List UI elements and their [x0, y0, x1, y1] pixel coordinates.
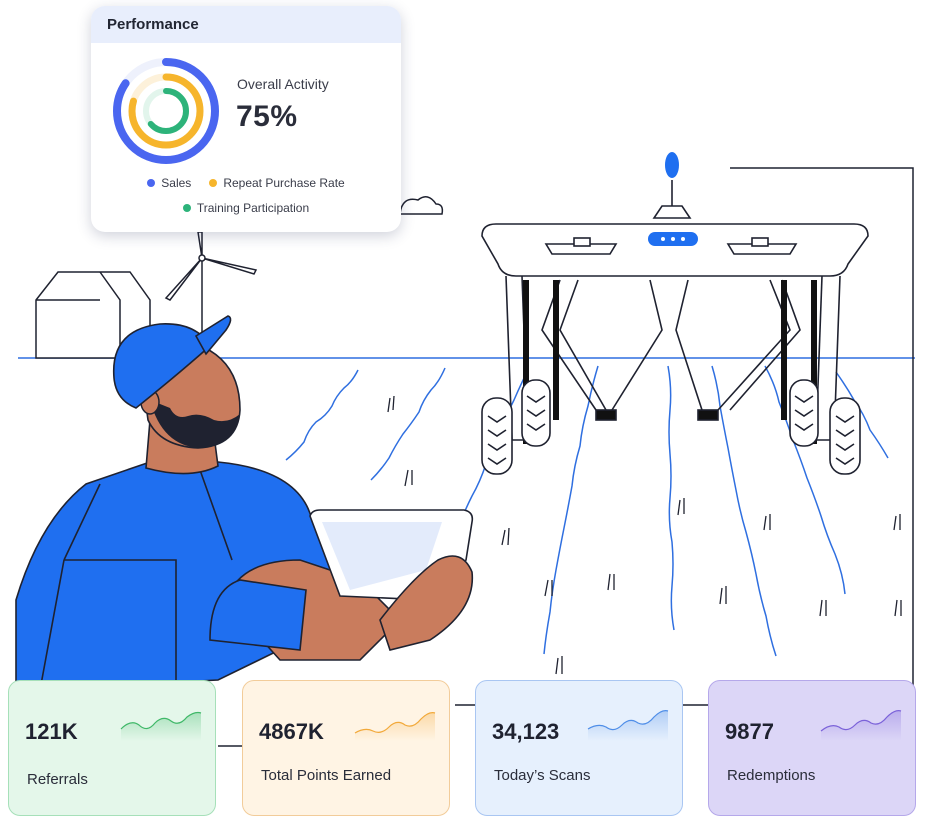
grass-tufts — [387, 395, 902, 675]
repeat-purchase-dot-icon — [209, 179, 218, 187]
windmill-icon — [164, 231, 258, 358]
performance-legend-second-row: Training Participation — [91, 201, 401, 215]
stat-card-referrals[interactable]: 121K Referrals — [8, 680, 216, 816]
farmer-figure — [15, 315, 474, 691]
sparkline-icon — [820, 710, 902, 741]
overall-activity-value: 75% — [236, 100, 298, 133]
activity-rings-chart — [113, 58, 219, 164]
stat-label: Redemptions — [727, 767, 816, 784]
barn-icon — [35, 271, 151, 359]
stat-card-redemptions[interactable]: 9877 Redemptions — [708, 680, 916, 816]
legend-item-repeat-purchase-rate: Repeat Purchase Rate — [209, 176, 345, 190]
stat-card-total-points-earned[interactable]: 4867K Total Points Earned — [242, 680, 450, 816]
sparkline-icon — [587, 710, 669, 741]
legend-label: Repeat Purchase Rate — [223, 176, 345, 190]
stat-label: Today’s Scans — [494, 767, 591, 784]
farm-robot — [481, 152, 869, 475]
repeat-purchase-ring — [128, 73, 204, 149]
sparkline-icon — [354, 712, 436, 741]
training-dot-icon — [182, 204, 191, 212]
performance-card: Performance Overall Activity 75% Sales R… — [91, 6, 401, 232]
sales-ring — [113, 58, 219, 164]
sales-dot-icon — [147, 179, 156, 187]
stat-card-todays-scans[interactable]: 34,123 Today’s Scans — [475, 680, 683, 816]
legend-item-sales: Sales — [147, 176, 191, 190]
stat-value: 4867K — [259, 719, 324, 744]
stat-value: 34,123 — [492, 719, 560, 744]
performance-title: Performance — [91, 6, 401, 43]
stat-label: Total Points Earned — [261, 767, 392, 784]
frame-line — [455, 167, 914, 706]
sparkline-icon — [120, 711, 202, 741]
cloud-icon — [399, 196, 444, 215]
legend-item-training-participation: Training Participation — [182, 201, 310, 215]
performance-legend: Sales Repeat Purchase Rate — [91, 176, 401, 190]
legend-label: Sales — [161, 176, 192, 190]
legend-label: Training Participation — [196, 201, 310, 215]
stat-value: 9877 — [725, 719, 774, 744]
overall-activity-label: Overall Activity — [237, 76, 329, 92]
stat-value: 121K — [25, 719, 78, 744]
training-participation-ring — [143, 88, 189, 134]
stat-label: Referrals — [27, 771, 88, 788]
